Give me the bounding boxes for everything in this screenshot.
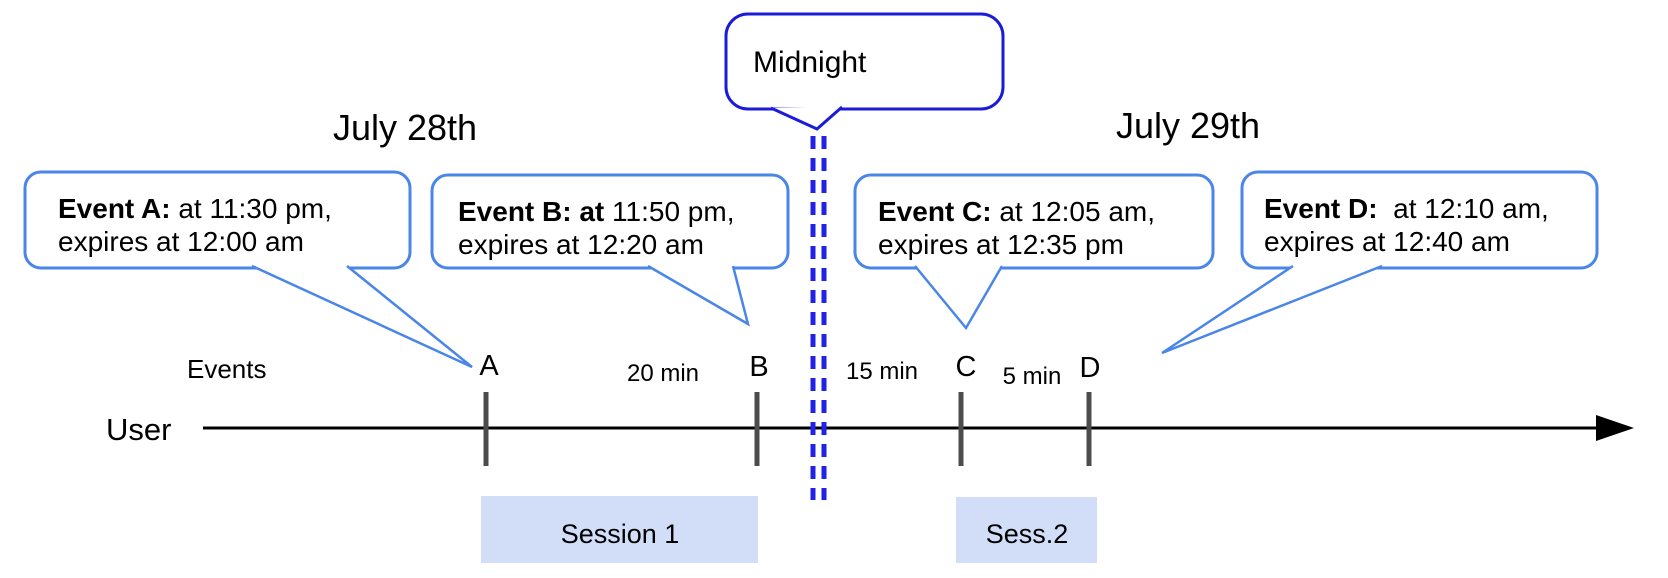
tick-label-d: D	[1080, 352, 1101, 384]
session-2-box	[956, 497, 1097, 563]
session-1-label: Session 1	[561, 519, 680, 549]
tick-label-a: A	[479, 350, 499, 382]
event-a-line2: expires at 12:00 am	[58, 226, 304, 257]
tick-label-b: B	[749, 351, 768, 383]
midnight-label: Midnight	[753, 46, 867, 79]
interval-label-15min: 15 min	[846, 358, 918, 385]
interval-label-5min: 5 min	[1003, 363, 1062, 390]
session-1-box	[481, 496, 758, 563]
event-c-line1: Event C: at 12:05 am,	[878, 196, 1155, 227]
callout-event-d: Event D: at 12:10 am, expires at 12:40 a…	[1161, 170, 1599, 355]
event-d-line2: expires at 12:40 am	[1264, 226, 1510, 257]
date-july-29: July 29th	[1116, 105, 1260, 146]
callout-tail-c	[914, 265, 1004, 331]
callout-tail-d	[1161, 264, 1383, 355]
interval-label-20min: 20 min	[627, 360, 699, 387]
tick-label-c: C	[956, 351, 977, 383]
event-b-line2: expires at 12:20 am	[458, 229, 704, 260]
event-a-line1: Event A: at 11:30 pm,	[58, 193, 332, 224]
session-2-label: Sess.2	[986, 519, 1069, 549]
callout-event-b: Event B: at 11:50 pm, expires at 12:20 a…	[430, 173, 790, 327]
callout-event-a: Event A: at 11:30 pm, expires at 12:00 a…	[23, 170, 473, 369]
callout-tail-midnight	[770, 105, 843, 131]
user-axis-label: User	[106, 412, 171, 447]
timeline-arrowhead-icon	[1596, 415, 1634, 441]
date-july-28: July 28th	[333, 107, 477, 148]
events-axis-label: Events	[187, 354, 267, 384]
callout-tail-b	[647, 264, 750, 327]
event-d-line1: Event D: at 12:10 am,	[1264, 193, 1549, 224]
event-b-line1: Event B: at 11:50 pm,	[458, 196, 734, 227]
event-c-line2: expires at 12:35 pm	[878, 229, 1124, 260]
callout-midnight: Midnight	[724, 12, 1005, 131]
callout-event-c: Event C: at 12:05 am, expires at 12:35 p…	[853, 173, 1215, 331]
callout-tail-a	[251, 264, 473, 369]
